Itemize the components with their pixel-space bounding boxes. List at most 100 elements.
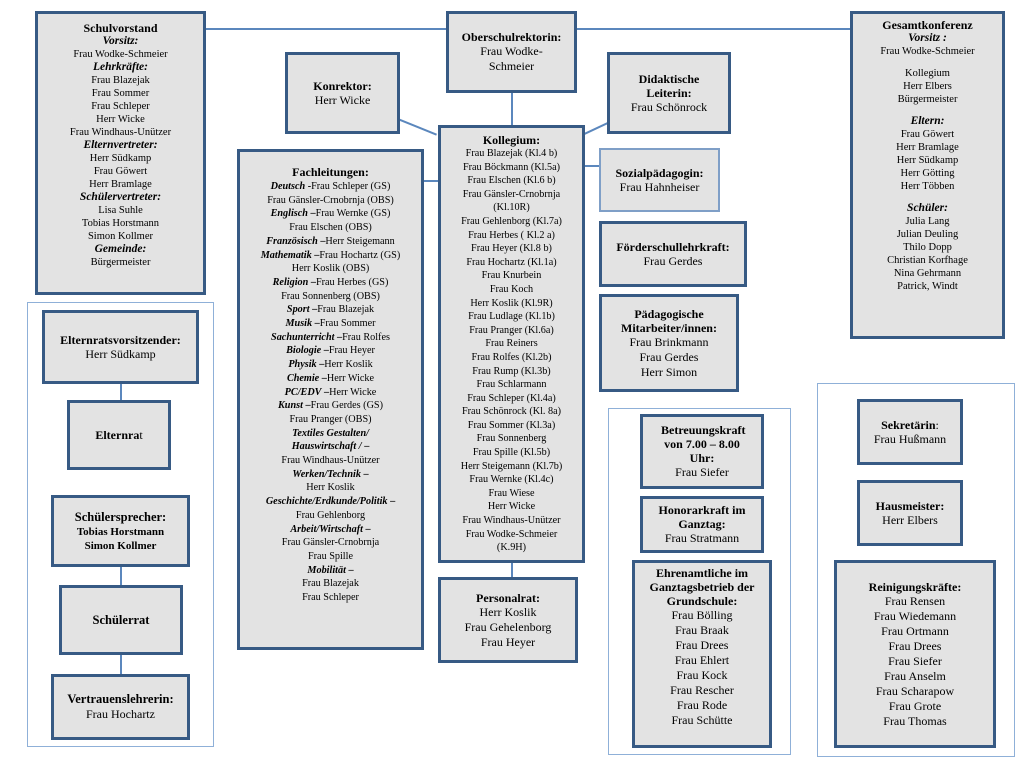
fach-separator: – [387,496,396,508]
kollegium-member: (Kl.10R) [493,202,530,214]
member: Frau Braak [675,623,729,637]
kollegium-member: Frau Pranger (Kl.6a) [469,324,554,336]
connector-left-3 [120,655,122,675]
member: Frau Blazejak [91,75,150,86]
group-label: Gemeinde: [94,243,147,255]
box-betreuung: Betreuungskraft von 7.00 – 8.00 Uhr: Fra… [640,414,764,489]
fach-name: Englisch [270,208,308,220]
fachleitung-line: Biologie –Frau Heyer [240,344,421,358]
kollegium-member: (K.9H) [496,542,527,554]
frame-ganztag-group [608,408,791,755]
fach-leitung-name: Frau Blazejak [317,304,375,316]
fach-leitung-name: Frau Blazejak [302,578,359,590]
member: Herr Südkamp [89,153,152,164]
connector-fach-kollegium [423,180,440,182]
group-label: Elternvertreter: [83,139,158,151]
rektorin-name: Frau Wodke-Schmeier [480,44,543,73]
fach-separator: – [321,345,329,357]
fach-leitung-name: Frau Schleper [302,592,359,604]
box-konrektor: Konrektor: Herr Wicke [285,52,400,134]
kollegium-member: Frau Herbes ( Kl.2 a) [468,229,555,241]
connector-sozial-kollegium [584,165,601,167]
paed-title: Pädagogische Mitarbeiter/innen: [621,306,717,335]
fachleitung-line: Arbeit/Wirtschaft – [240,523,421,537]
member: Julia Lang [905,216,950,227]
member: Herr Südkamp [896,155,959,166]
box-fachleitungen: Fachleitungen: Deutsch -Frau Schleper (G… [237,149,424,650]
member: Lisa Suhle [98,205,143,216]
fach-separator: – [334,331,343,343]
member: Herr Götting [900,168,955,179]
fach-name: Musik [285,318,313,330]
member: Julian Deuling [896,229,959,240]
member: Frau Thomas [883,713,947,728]
kollegium-member: Frau Gehlenborg (Kl.7a) [461,215,562,227]
fach-leitung-name: Herr Koslik [324,359,373,371]
fachleitung-line: Englisch –Frau Wernke (GS) [240,207,421,221]
fach-separator: – [363,523,371,535]
fach-name: Hauswirtschaft / [291,441,362,453]
kollegium-member: Frau Schönrock (Kl. 8a) [461,406,562,418]
box-schulvorstand: Schulvorstand Vorsitz: Frau Wodke-Schmei… [35,11,206,295]
fach-name: Geschichte/Erdkunde/Politik [265,496,388,508]
fach-name: Religion [272,276,309,288]
kollegium-member: Frau Spille (Kl.5b) [472,447,551,459]
fachleitung-line: Deutsch -Frau Schleper (GS) [240,180,421,194]
kollegium-member: Herr Steigemann (Kl.7b) [460,460,563,472]
kollegium-member: Frau Wodke-Schmeier [465,528,558,540]
member: Frau Wiedemann [873,608,957,623]
kollegium-member: Frau Böckmann (Kl.5a) [462,161,561,173]
fachleitung-line: Religion –Frau Herbes (GS) [240,276,421,290]
fachleitung-line: Sachunterricht –Frau Rolfes [240,331,421,345]
member: Frau Scharapow [875,683,955,698]
fachleitung-line: Musik –Frau Sommer [240,317,421,331]
fach-separator: – [316,359,325,371]
fachleitung-line: Geschichte/Erdkunde/Politik – [240,495,421,509]
fach-separator: – [319,372,327,384]
fach-name: Biologie [286,345,322,357]
hausmeister-name: Herr Elbers [882,512,938,527]
kollegium-member: Frau Blazejak (Kl.4 b) [465,148,558,159]
fachleitung-line: Frau Windhaus-Unützer [240,454,421,468]
box-honorar: Honorarkraft im Ganztag: Frau Stratmann [640,496,764,553]
member: Tobias Horstmann [76,525,165,538]
schuelersprecher-title: Schülersprecher: [74,509,167,524]
fach-name: Kunst [278,400,303,412]
member: Herr Wicke [96,114,145,125]
fach-leitung-name: Frau Heyer [328,345,375,357]
box-kollegium: Kollegium: Frau Blazejak (Kl.4 b)Frau Bö… [438,125,585,563]
fach-leitung-name: Herr Koslik (OBS) [291,263,370,275]
member: Bürgermeister [90,257,151,268]
member: Bürgermeister [897,94,958,105]
connector-rektor-kollegium [511,93,513,127]
fachleitung-line: Frau Schleper [240,591,421,605]
fachleitung-line: Herr Koslik (OBS) [240,262,421,276]
fachleitung-line: Textiles Gestalten/ [240,427,421,441]
connector-konrektor-kollegium [397,118,437,136]
fachleitungen-title: Fachleitungen: [292,165,369,179]
member: Kollegium [905,68,950,79]
connector-left-1 [120,383,122,401]
box-gesamtkonferenz: Gesamtkonferenz Vorsitz : Frau Wodke-Sch… [850,11,1005,339]
group-label: Lehrkräfte: [93,61,148,73]
fachleitung-line: Mathematik –Frau Hochartz (GS) [240,249,421,263]
foerder-name: Frau Gerdes [643,253,703,268]
member: Frau Drees [675,638,729,652]
member: Frau Göwert [93,166,148,177]
fachleitung-line: Werken/Technik – [240,468,421,482]
kollegium-member: Frau Schlarmann [476,379,547,391]
kollegium-member: Frau Wernke (Kl.4c) [469,474,554,486]
kollegium-member: Frau Reiners [485,338,538,350]
group-label: Vorsitz : [908,32,947,44]
sekretaerin-name: Frau Hußmann [873,431,947,446]
kollegium-member: Herr Koslik (Kl.9R) [470,297,553,309]
fach-separator: – [317,235,326,247]
fach-leitung-name: Frau Gänsler-Crnobrnja [281,537,380,549]
vertrauen-title: Vertrauenslehrerin: [67,692,174,706]
member: Frau Wodke-Schmeier [73,49,168,60]
fach-leitung-name: Frau Gerdes (GS) [310,400,383,412]
fach-separator: – [309,304,318,316]
fachleitung-line: Mobilität – [240,564,421,578]
fach-leitung-name: Frau Herbes (GS) [315,276,389,288]
member: Frau Schütte [671,713,733,727]
